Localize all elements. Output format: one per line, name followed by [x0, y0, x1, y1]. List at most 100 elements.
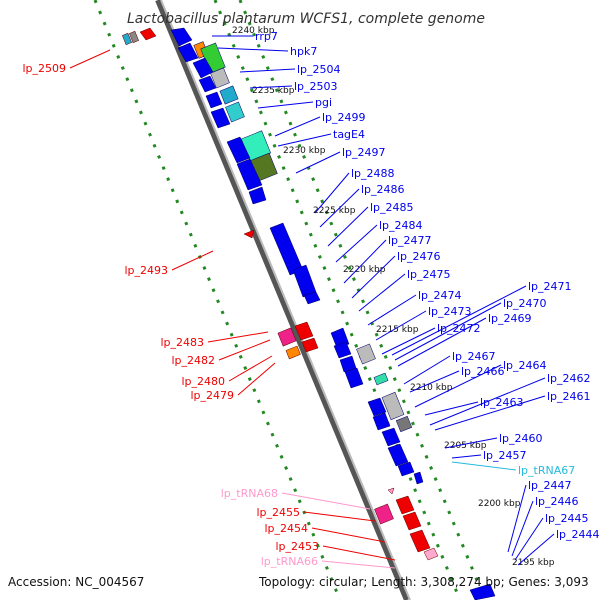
- gene-label-lp_2480[interactable]: lp_2480: [181, 375, 225, 388]
- gene-label-lp_2504[interactable]: lp_2504: [297, 63, 341, 76]
- gene-label-lp_2484[interactable]: lp_2484: [379, 219, 423, 232]
- gene-label-lp_2461[interactable]: lp_2461: [547, 390, 591, 403]
- gene-label-lp_2475[interactable]: lp_2475: [407, 268, 451, 281]
- gene-lp_tRNA67[interactable]: [397, 461, 415, 477]
- gene-lp_2454[interactable]: [402, 511, 422, 531]
- gene-label-lp_2509[interactable]: lp_2509: [22, 62, 66, 75]
- right-leader-line: [375, 310, 427, 341]
- gene-label-lp_2503[interactable]: lp_2503: [294, 80, 338, 93]
- gene-label-lp_tRNA67[interactable]: lp_tRNA67: [518, 464, 575, 477]
- gene-label-lp_2469[interactable]: lp_2469: [488, 312, 532, 325]
- gene-label-lp_2488[interactable]: lp_2488: [351, 167, 395, 180]
- gene-lp_2504[interactable]: [210, 67, 230, 89]
- gene-lp_2483[interactable]: [277, 327, 297, 347]
- right-leader-line: [414, 364, 502, 408]
- gene-lp_2453[interactable]: [409, 529, 431, 553]
- gene-label-lp_2457[interactable]: lp_2457: [483, 449, 527, 462]
- gene-label-lp_2446[interactable]: lp_2446: [535, 495, 579, 508]
- gene-label-lp_2462[interactable]: lp_2462: [547, 372, 591, 385]
- gene-label-rrp7[interactable]: rrp7: [255, 30, 278, 43]
- right-leader-line: [335, 224, 378, 263]
- gene-lp_2499[interactable]: [225, 101, 245, 123]
- right-leader-line: [507, 484, 527, 553]
- gene-lp_2475[interactable]: [339, 355, 357, 373]
- gene-label-lp_2470[interactable]: lp_2470: [503, 297, 547, 310]
- gene-label-lp_2467[interactable]: lp_2467: [452, 350, 496, 363]
- gene-lp_2480[interactable]: [301, 337, 319, 353]
- right-leader-line: [217, 47, 289, 52]
- gene-label-lp_2485[interactable]: lp_2485: [370, 201, 414, 214]
- right-leader-line: [434, 395, 546, 431]
- gene-label-lp_2460[interactable]: lp_2460: [499, 432, 543, 445]
- gene-lp_2509-b[interactable]: [129, 30, 139, 44]
- gene-lp_2466[interactable]: [372, 412, 391, 431]
- gene-label-lp_2474[interactable]: lp_2474: [418, 289, 462, 302]
- gene-label-lp_2483[interactable]: lp_2483: [160, 336, 204, 349]
- gene-lp_2509[interactable]: [139, 27, 157, 41]
- gene-label-lp_2453[interactable]: lp_2453: [275, 540, 319, 553]
- gene-label-lp_2444[interactable]: lp_2444: [556, 528, 600, 541]
- gene-lp_2476[interactable]: [333, 341, 352, 359]
- gene-lp_2485[interactable]: [303, 291, 321, 305]
- gene-lp_2493[interactable]: [243, 229, 255, 239]
- gene-label-lp_2455[interactable]: lp_2455: [256, 506, 300, 519]
- gene-fwd-6[interactable]: [248, 186, 267, 205]
- gene-lp_2460[interactable]: [381, 427, 401, 447]
- gene-fwd-3[interactable]: [210, 107, 231, 129]
- gene-label-tagE4[interactable]: tagE4: [333, 128, 365, 141]
- gene-label-lp_2471[interactable]: lp_2471: [528, 280, 572, 293]
- gene-label-lp_2445[interactable]: lp_2445: [545, 512, 589, 525]
- gene-label-lp_2464[interactable]: lp_2464: [503, 359, 547, 372]
- gene-label-lp_2499[interactable]: lp_2499: [322, 111, 366, 124]
- gene-lp_2509-a[interactable]: [122, 32, 132, 46]
- right-leader-line: [274, 116, 321, 137]
- gene-label-lp_tRNA66[interactable]: lp_tRNA66: [261, 555, 318, 568]
- gene-lp_2474[interactable]: [356, 343, 376, 365]
- gene-label-lp_2476[interactable]: lp_2476: [397, 250, 441, 263]
- gene-label-hpk7[interactable]: hpk7: [290, 45, 317, 58]
- gene-label-lp_2477[interactable]: lp_2477: [388, 234, 432, 247]
- gene-label-lp_2479[interactable]: lp_2479: [190, 389, 234, 402]
- gene-lp_2447[interactable]: [413, 471, 424, 485]
- gene-lp_2467[interactable]: [367, 397, 387, 417]
- right-leader-line: [257, 101, 314, 109]
- gene-lp_tRNA68[interactable]: [387, 487, 395, 495]
- gene-label-lp_2463[interactable]: lp_2463: [480, 396, 524, 409]
- gene-label-lp_2497[interactable]: lp_2497: [342, 146, 386, 159]
- gene-lp_2463[interactable]: [395, 415, 413, 433]
- gene-lp_2482[interactable]: [294, 321, 314, 341]
- right-leader-line: [327, 206, 369, 247]
- gene-label-lp_2482[interactable]: lp_2482: [171, 354, 215, 367]
- gene-label-lp_tRNA68[interactable]: lp_tRNA68: [221, 487, 278, 500]
- gene-lp_2472[interactable]: [373, 372, 389, 386]
- right-leader-line: [314, 172, 350, 214]
- gene-lp_2486[interactable]: [292, 264, 317, 298]
- gene-lp_2455[interactable]: [374, 503, 394, 525]
- gene-lp_2444[interactable]: [469, 583, 496, 600]
- gene-pgi[interactable]: [205, 91, 223, 109]
- gene-label-lp_2486[interactable]: lp_2486: [361, 183, 405, 196]
- gene-rrp7[interactable]: [170, 27, 193, 47]
- gene-label-lp_2447[interactable]: lp_2447: [528, 479, 572, 492]
- gene-lp_tRNA66[interactable]: [423, 547, 439, 561]
- gene-label-lp_2473[interactable]: lp_2473: [428, 305, 472, 318]
- gene-fwd-5[interactable]: [236, 158, 263, 191]
- gene-lp_2455-b[interactable]: [395, 495, 415, 515]
- gene-label-lp_2454[interactable]: lp_2454: [264, 522, 308, 535]
- gene-fwd-4[interactable]: [226, 136, 251, 164]
- gene-lp_2464[interactable]: [381, 391, 405, 421]
- left-leader-line: [218, 339, 271, 361]
- gene-lp_2473[interactable]: [344, 367, 364, 389]
- gene-block[interactable]: [177, 42, 199, 63]
- gene-lp_2479[interactable]: [285, 345, 301, 360]
- gene-fwd-2[interactable]: [198, 75, 217, 93]
- gene-label-pgi[interactable]: pgi: [315, 96, 332, 109]
- gene-fwd-1[interactable]: [192, 57, 214, 79]
- gene-lp_2503[interactable]: [219, 85, 239, 105]
- right-leader-line: [517, 533, 555, 566]
- gene-label-lp_2493[interactable]: lp_2493: [124, 264, 168, 277]
- right-leader-line: [511, 500, 534, 557]
- gene-lp_2488[interactable]: [269, 222, 304, 276]
- right-leader-line: [358, 273, 406, 312]
- gene-lp_2457[interactable]: [387, 443, 409, 467]
